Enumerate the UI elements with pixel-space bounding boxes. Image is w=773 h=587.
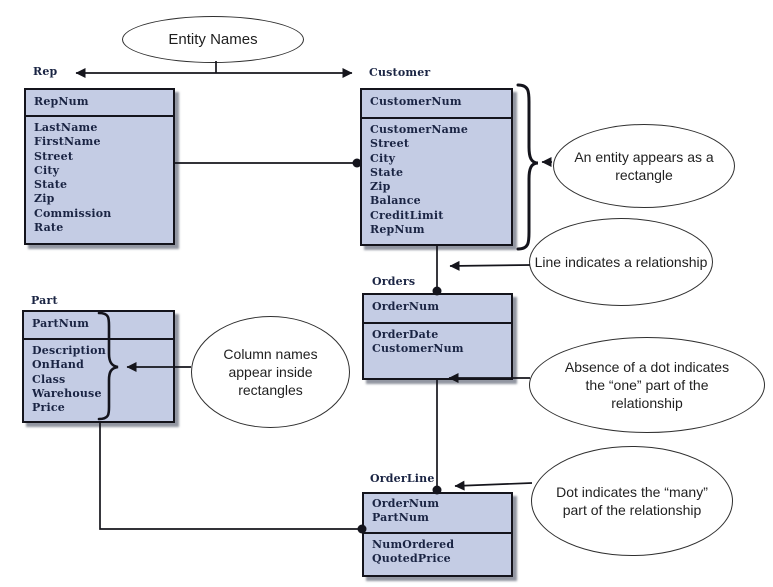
column-name: OrderNum [372,300,440,313]
entity-table-orders: OrderNum OrderDate CustomerNum [362,293,513,380]
callout-one-part: Absence of a dot indicates the “one” par… [529,337,765,433]
callout-one-part-text: Absence of a dot indicates the “one” par… [564,359,730,411]
column-name: Description [32,344,106,357]
column-name: RepNum [370,223,425,237]
column-name: City [34,163,60,177]
column-name: QuotedPrice [372,552,451,566]
column-name: RepNum [34,95,89,108]
part-key-section: PartNum [24,312,173,340]
rep-key-section: RepNum [26,90,173,117]
column-name: Balance [370,194,421,208]
part-orderline-relationship-line [99,423,361,530]
column-name: CustomerName [370,123,469,136]
entity-table-part: PartNum Description OnHand Class Warehou… [22,310,175,423]
callout-entity-names-text: Entity Names [168,30,258,48]
callout-column-names: Column names appear inside rectangles [191,316,350,428]
column-name: Warehouse [32,386,102,400]
column-name: State [370,165,404,179]
customer-columns-section: CustomerName Street City State Zip Balan… [362,119,511,237]
column-name: Rate [34,221,64,235]
callout-many-part-text: Dot indicates the “many” part of the rel… [556,484,708,518]
entity-table-rep: RepNum LastName FirstName Street City St… [24,88,175,245]
rep-columns-section: LastName FirstName Street City State Zip… [26,117,173,235]
column-name: Street [34,149,74,163]
column-name: CustomerNum [372,342,464,356]
callout-relationship-line: Line indicates a relationship [529,218,713,306]
column-name: OrderDate [372,328,439,341]
column-name: NumOrdered [372,538,455,551]
column-name: PartNum [32,317,90,330]
column-name: Class [32,372,66,386]
column-name: City [370,151,396,165]
column-name: Zip [370,180,391,194]
column-name: OrderNum [372,497,440,510]
customer-key-section: CustomerNum [362,90,511,119]
column-name: OnHand [32,358,84,372]
orders-columns-section: OrderDate CustomerNum [364,324,511,357]
entity-label-part: Part [31,294,58,307]
column-name: FirstName [34,135,101,149]
callout-entity-rectangle: An entity appears as a rectangle [553,124,735,208]
callout-column-names-text: Column names appear inside rectangles [223,346,318,398]
callout-entity-names: Entity Names [122,16,304,63]
column-name: Price [32,401,65,415]
customer-entity-brace [516,83,539,251]
callout-relationship-line-text: Line indicates a relationship [534,254,708,270]
orders-key-section: OrderNum [364,295,511,324]
entity-label-rep: Rep [33,65,58,78]
orderline-columns-section: NumOrdered QuotedPrice [364,534,511,567]
column-name: Street [370,137,410,151]
relationship-line-callout-arrow [449,260,531,271]
entity-label-orders: Orders [372,275,416,288]
entity-label-orderline: OrderLine [370,472,435,485]
column-name: LastName [34,121,98,134]
many-part-callout-arrow [454,480,533,491]
column-name: PartNum [372,511,430,525]
part-columns-section: Description OnHand Class Warehouse Price [24,340,173,415]
entity-label-customer: Customer [369,66,431,79]
callout-entity-rectangle-text: An entity appears as a rectangle [574,149,714,183]
column-name: Zip [34,192,55,206]
orderline-key-section: OrderNum PartNum [364,494,511,534]
column-name: State [34,178,68,192]
entity-table-customer: CustomerNum CustomerName Street City Sta… [360,88,513,246]
column-name: CreditLimit [370,208,444,222]
entity-table-orderline: OrderNum PartNum NumOrdered QuotedPrice [362,492,513,577]
column-name: CustomerNum [370,95,462,108]
callout-many-part: Dot indicates the “many” part of the rel… [531,446,733,556]
column-name: Commission [34,206,112,220]
